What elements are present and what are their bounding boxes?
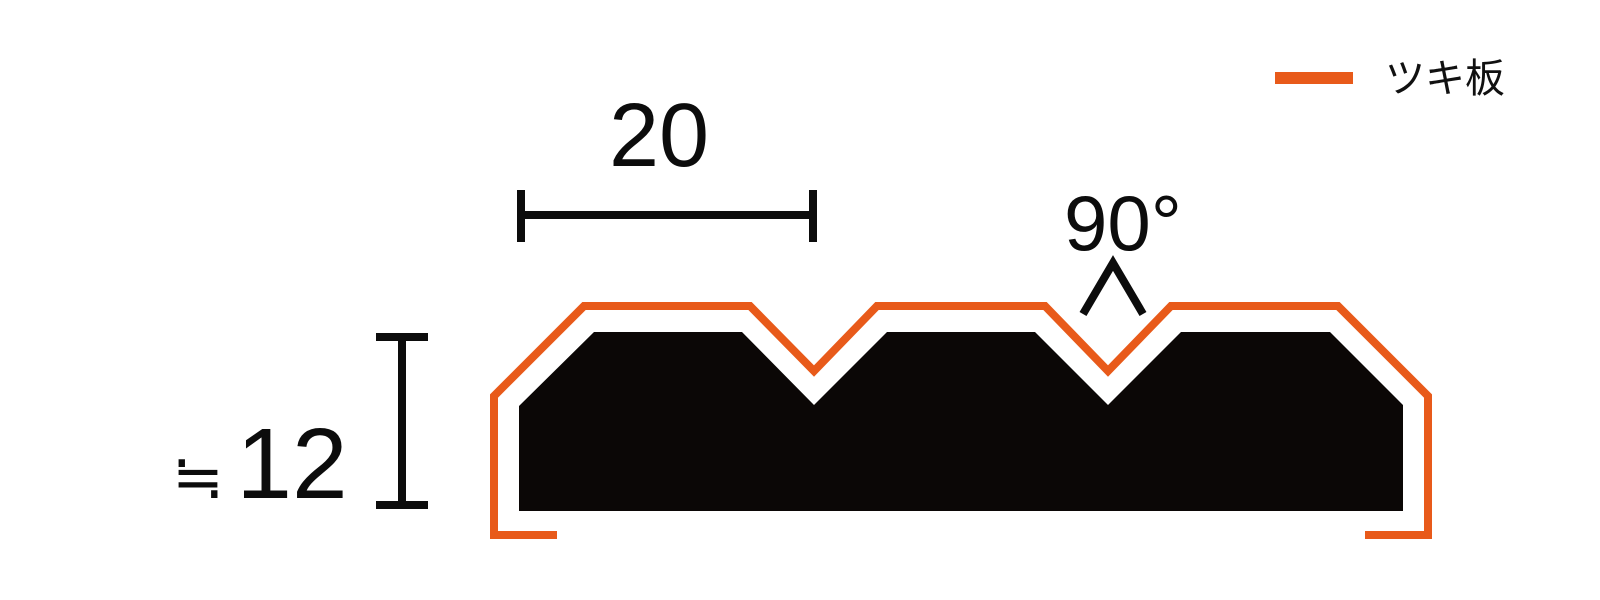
width-dimension-value: 20 <box>609 86 709 186</box>
legend: ツキ板 <box>1275 56 1505 102</box>
angle-value: 90° <box>1064 179 1182 267</box>
legend-swatch-veneer <box>1275 72 1353 84</box>
width-dimension-line <box>517 190 817 242</box>
angle-marker <box>1079 255 1147 317</box>
angle-annotation: 90° <box>1064 179 1182 317</box>
board-core <box>519 332 1403 511</box>
veneer-layer <box>490 302 1432 539</box>
height-dimension: ≒ 12 <box>172 333 428 520</box>
width-dimension: 20 <box>517 86 817 242</box>
height-approx-symbol: ≒ <box>172 443 224 512</box>
height-dimension-value: 12 <box>236 408 347 520</box>
height-dimension-line <box>376 333 428 509</box>
board-profile <box>490 302 1432 539</box>
legend-label-veneer: ツキ板 <box>1385 56 1505 102</box>
